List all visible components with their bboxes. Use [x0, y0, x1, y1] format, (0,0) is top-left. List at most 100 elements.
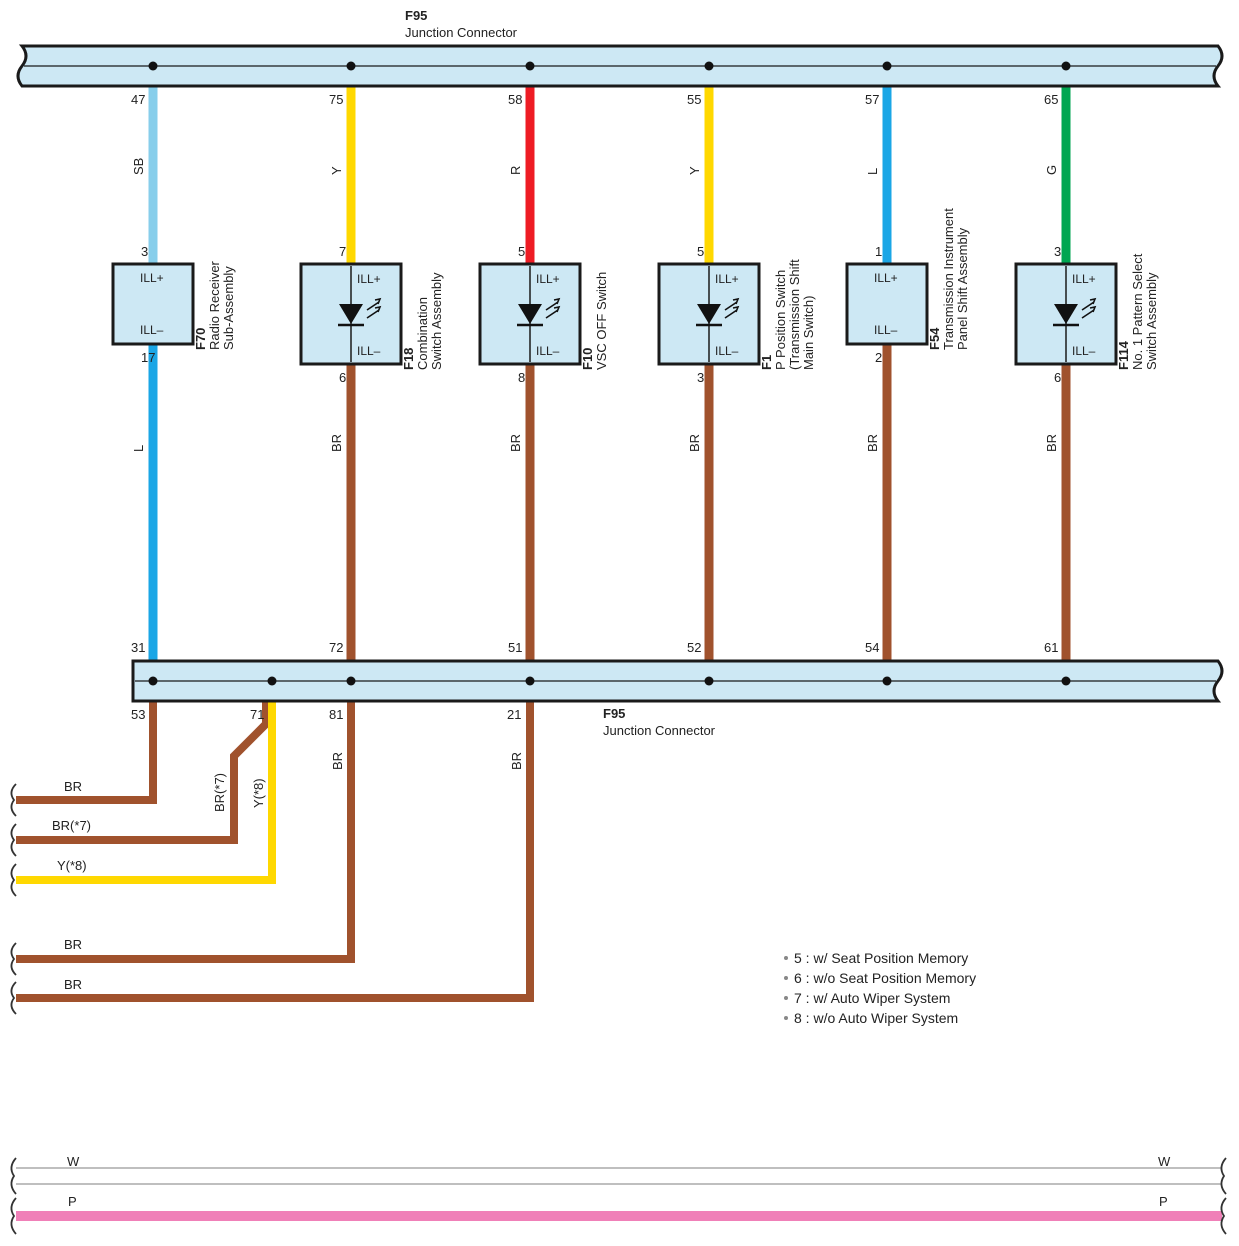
pin-number-output: 53 — [131, 707, 145, 722]
wire-color-label-bottom: BR — [687, 434, 702, 452]
component-name: (Transmission Shift — [787, 259, 802, 370]
wire-bottom-l — [148, 344, 158, 661]
wire-bottom-br — [1061, 364, 1071, 661]
component-code: F114 — [1116, 340, 1131, 370]
wire-color-label-horizontal: BR(*7) — [52, 818, 91, 833]
pin-number-bottom: 52 — [687, 640, 701, 655]
led-icon — [339, 304, 363, 324]
wires — [16, 86, 1071, 1002]
wire-color-label-top: Y — [687, 166, 702, 175]
component-box — [845, 262, 929, 346]
output-wire-53 — [16, 701, 157, 804]
led-ray-icon — [724, 297, 740, 311]
note-bullet — [784, 976, 788, 980]
component-name: P Position Switch — [773, 270, 788, 370]
wire-color-label-top: SB — [131, 158, 146, 175]
wire-color-label-vertical: BR(*7) — [212, 773, 227, 812]
top-junction-connector: F95 Junction Connector — [16, 8, 1224, 88]
pin-number-top: 58 — [508, 92, 522, 107]
wire-color-label-horizontal: BR — [64, 937, 82, 952]
bottom-junction-connector: F95 Junction Connector — [131, 659, 1224, 738]
wire-pink — [16, 1211, 1222, 1221]
wire-color-label-horizontal: BR — [64, 779, 82, 794]
output-wire-71-br — [16, 701, 270, 844]
component-code: F70 — [193, 328, 208, 350]
wire-bottom-br — [525, 364, 535, 661]
led-ray-icon — [545, 305, 561, 319]
break-marks — [10, 783, 1227, 1235]
led-icon — [1054, 304, 1078, 324]
junction-dots — [148, 61, 1071, 686]
note-bullet — [784, 1016, 788, 1020]
pin-number-top: 55 — [687, 92, 701, 107]
pin-number-bottom: 54 — [865, 640, 879, 655]
pin-number-top: 47 — [131, 92, 145, 107]
junction-dot — [704, 61, 714, 71]
ill-minus-label: ILL– — [357, 344, 381, 358]
wire-color-label-bottom: L — [131, 445, 146, 452]
wire-color-label-top: R — [508, 166, 523, 175]
led-ray-icon — [724, 305, 740, 319]
ill-minus-label: ILL– — [874, 323, 898, 337]
junction-dot — [525, 61, 535, 71]
led-icon — [697, 304, 721, 324]
note-line: 6 : w/o Seat Position Memory — [794, 970, 976, 986]
wire-color-label-top: Y — [329, 166, 344, 175]
junction-dot — [346, 676, 356, 686]
bottom-connector-name: Junction Connector — [603, 723, 716, 738]
note-line: 8 : w/o Auto Wiper System — [794, 1010, 958, 1026]
pin-number-component-in: 3 — [141, 244, 148, 259]
junction-dot — [882, 61, 892, 71]
pin-number-bottom: 31 — [131, 640, 145, 655]
wire-color-label-top: G — [1044, 165, 1059, 175]
junction-dot — [267, 676, 277, 686]
led-icon — [518, 304, 542, 324]
wire-w-right-label: W — [1158, 1154, 1171, 1169]
component-code: F18 — [401, 348, 416, 370]
pin-number-output: 81 — [329, 707, 343, 722]
component-name: Switch Assembly — [429, 272, 444, 370]
bottom-through-wires: W W P P — [16, 1154, 1222, 1221]
pin-number-component-out: 6 — [339, 370, 346, 385]
ill-minus-label: ILL– — [1072, 344, 1096, 358]
wire-color-label-vertical: BR — [509, 752, 524, 770]
junction-dot — [346, 61, 356, 71]
output-wire-21 — [16, 701, 534, 1002]
component-name: Switch Assembly — [1144, 272, 1159, 370]
note-bullet — [784, 996, 788, 1000]
component-name: Panel Shift Assembly — [955, 227, 970, 350]
wire-top-y — [346, 86, 356, 264]
ill-plus-label: ILL+ — [874, 271, 898, 285]
ill-plus-label: ILL+ — [715, 272, 739, 286]
top-connector-name: Junction Connector — [405, 25, 518, 40]
pin-number-component-in: 3 — [1054, 244, 1061, 259]
output-wire-81 — [16, 701, 355, 963]
component-code: F54 — [927, 327, 942, 350]
pin-number-component-out: 8 — [518, 370, 525, 385]
pin-number-component-in: 5 — [697, 244, 704, 259]
wire-color-label-vertical: BR — [330, 752, 345, 770]
break-mark-icon — [10, 981, 17, 1015]
pin-number-bottom: 72 — [329, 640, 343, 655]
wire-top-y — [704, 86, 714, 264]
pin-number-component-out: 17 — [141, 350, 155, 365]
wire-top-r — [525, 86, 535, 264]
pin-number-bottom: 61 — [1044, 640, 1058, 655]
led-ray-icon — [366, 305, 382, 319]
wire-color-label-bottom: BR — [508, 434, 523, 452]
break-mark-icon — [1220, 1197, 1227, 1235]
break-mark-icon — [10, 783, 17, 817]
component-name: Sub-Assembly — [221, 266, 236, 350]
wire-white-fill — [16, 1169, 1222, 1183]
pin-number-output: 71 — [250, 707, 264, 722]
junction-dot — [148, 676, 158, 686]
wire-white — [16, 1167, 1222, 1185]
note-line: 7 : w/ Auto Wiper System — [794, 990, 950, 1006]
pin-number-component-in: 5 — [518, 244, 525, 259]
wire-p-right-label: P — [1159, 1194, 1168, 1209]
component-box — [111, 262, 195, 346]
pin-number-top: 65 — [1044, 92, 1058, 107]
pin-number-bottom: 51 — [508, 640, 522, 655]
ill-plus-label: ILL+ — [140, 271, 164, 285]
